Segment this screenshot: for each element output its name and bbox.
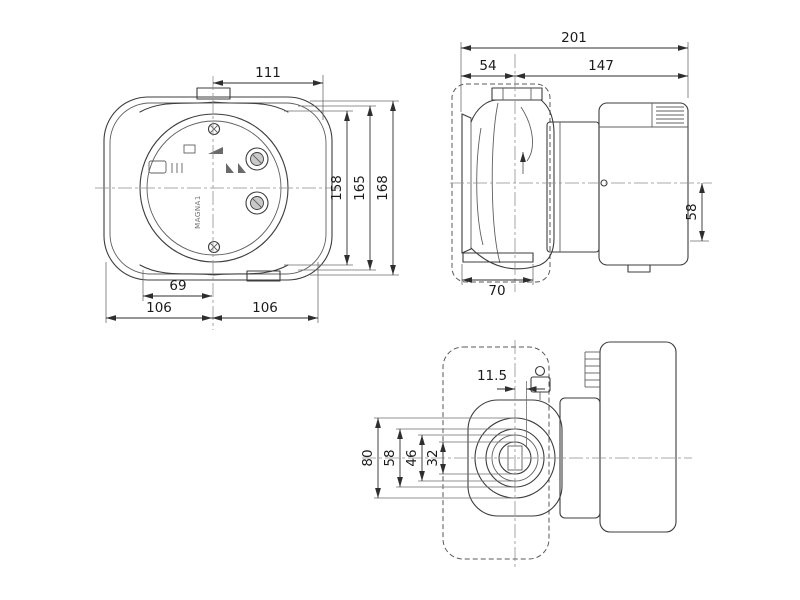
cable-gland <box>530 365 551 400</box>
control-box-end <box>599 341 677 533</box>
dim-front-168: 168 <box>310 100 399 276</box>
dim-label-165: 165 <box>352 175 368 201</box>
front-pump-body: MAGNA1 <box>103 87 333 282</box>
control-panel-icons <box>148 144 246 174</box>
volute-top-curve <box>470 99 498 123</box>
front-view: MAGNA1 111 158 165 168 <box>95 65 399 330</box>
dim-end-58: 58 <box>382 428 517 488</box>
dim-end-46: 46 <box>404 434 517 482</box>
dim-label-32: 32 <box>425 449 441 466</box>
dim-side-70: 70 <box>461 264 534 299</box>
front-outer-shell <box>103 96 333 281</box>
dim-label-147: 147 <box>588 58 614 74</box>
display-icon <box>148 160 167 174</box>
dim-label-201: 201 <box>561 30 587 46</box>
front-bottom-flange-curve <box>139 264 289 276</box>
curve-icon-right <box>238 163 246 173</box>
dim-front-165: 165 <box>298 105 376 271</box>
dim-label-11-5: 11.5 <box>477 368 507 384</box>
vent-plug-upper <box>245 147 269 171</box>
vent-plug-lower <box>245 191 269 215</box>
dim-end-80: 80 <box>360 417 517 499</box>
top-flange <box>491 87 543 101</box>
volute-outline <box>470 99 555 270</box>
dim-side-58: 58 <box>684 183 709 242</box>
cooling-fins-end <box>584 351 600 388</box>
nameplate-icon <box>183 144 196 154</box>
dim-front-111: 111 <box>213 65 324 120</box>
dim-label-80: 80 <box>360 449 376 466</box>
dim-label-58-side: 58 <box>684 203 700 220</box>
dim-side-147: 147 <box>515 58 688 79</box>
screw-bottom <box>207 240 221 254</box>
dim-front-69: 69 <box>142 270 212 301</box>
cable-entry <box>627 264 651 273</box>
dim-front-106-right: 106 <box>212 262 319 323</box>
bottom-flange <box>462 252 534 263</box>
front-top-flange-curve <box>139 101 289 113</box>
dim-label-111: 111 <box>255 65 281 81</box>
ramp-icon <box>208 147 223 154</box>
front-bottom-tab <box>246 270 281 282</box>
dim-side-54: 54 <box>461 58 515 79</box>
dim-label-70: 70 <box>488 283 505 299</box>
dim-label-168: 168 <box>375 175 391 201</box>
dim-front-158: 158 <box>284 110 353 266</box>
side-view: 201 54 147 58 70 <box>450 30 712 299</box>
dim-label-58-end: 58 <box>382 449 398 466</box>
dim-end-11-5: 11.5 <box>477 368 545 446</box>
stator-housing <box>546 121 600 253</box>
dim-label-46: 46 <box>404 449 420 466</box>
front-top-port-stub <box>196 87 231 100</box>
dim-label-69: 69 <box>169 278 186 294</box>
cooling-fins-side <box>656 106 684 124</box>
screw-top <box>207 122 221 136</box>
dim-label-158: 158 <box>329 175 345 201</box>
dim-side-201: 201 <box>460 30 689 112</box>
dim-label-54: 54 <box>479 58 496 74</box>
end-view: 11.5 80 58 46 32 <box>360 340 692 568</box>
dim-front-106-left: 106 <box>105 262 212 323</box>
dim-label-106-left: 106 <box>146 300 172 316</box>
front-inner-shell <box>109 102 327 275</box>
brand-label: MAGNA1 <box>194 195 202 229</box>
dim-end-32: 32 <box>425 441 517 475</box>
dim-label-106-right: 106 <box>252 300 278 316</box>
curve-icon-left <box>226 163 234 173</box>
